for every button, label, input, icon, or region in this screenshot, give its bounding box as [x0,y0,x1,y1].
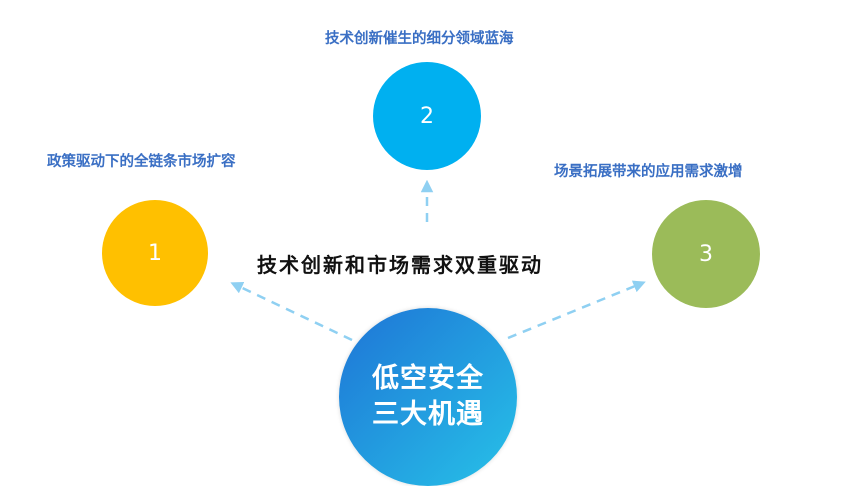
arrows-layer [230,179,646,342]
opportunity-2-circle: 2 [373,62,481,170]
arrow-to-opportunity-3 [507,280,646,340]
opportunity-1-number: 1 [148,240,162,266]
opportunity-2-number: 2 [420,103,434,129]
opportunity-2-label: 技术创新催生的细分领域蓝海 [325,31,514,47]
center-title-line-1: 低空安全 [372,363,484,394]
arrow-to-opportunity-1 [230,282,353,342]
center-title-line-2: 三大机遇 [372,399,484,430]
opportunity-1-label: 政策驱动下的全链条市场扩容 [47,154,236,170]
opportunity-1-circle: 1 [102,200,208,306]
headline: 技术创新和市场需求双重驱动 [257,253,543,277]
center-circle: 低空安全 三大机遇 [339,308,517,486]
opportunity-3-number: 3 [699,241,713,267]
opportunity-3-circle: 3 [652,200,760,308]
opportunity-3-label: 场景拓展带来的应用需求激增 [554,164,743,180]
